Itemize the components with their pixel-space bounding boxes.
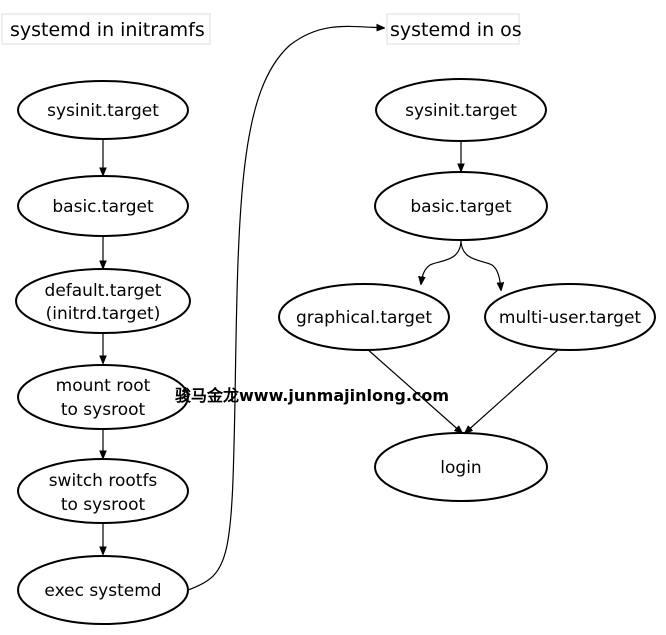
node-sysinit-right: sysinit.target [375, 78, 547, 142]
node-exec-systemd: exec systemd [17, 555, 189, 625]
node-label: basic.target [52, 197, 154, 217]
node-graphical-target: graphical.target [278, 283, 450, 351]
node-label-line2: to sysroot [61, 495, 146, 515]
edge-multiuser-login [465, 347, 561, 433]
node-mount-root: mount root to sysroot [17, 364, 189, 430]
node-basic-right: basic.target [374, 171, 548, 241]
node-label: exec systemd [44, 581, 161, 601]
edge-graphical-login [365, 347, 462, 433]
node-label: graphical.target [296, 308, 432, 328]
watermark-text: 骏马金龙www.junmajinlong.com [175, 386, 449, 405]
right-title-box: systemd in os [386, 13, 522, 45]
right-edges [365, 141, 561, 433]
node-label: sysinit.target [47, 101, 159, 121]
left-panel-title: systemd in initramfs [10, 19, 205, 41]
left-title-box: systemd in initramfs [1, 13, 211, 45]
node-multi-user-target: multi-user.target [484, 283, 656, 351]
edge-basic-multiuser [460, 239, 501, 290]
node-default-target: default.target (initrd.target) [15, 268, 191, 334]
edge-basic-graphical [421, 239, 462, 284]
node-sysinit-left: sysinit.target [17, 80, 189, 140]
node-label: login [440, 458, 481, 478]
node-label: sysinit.target [405, 101, 517, 121]
node-login: login [374, 432, 548, 502]
node-label-line1: default.target [45, 281, 162, 301]
node-label-line2: to sysroot [61, 400, 146, 420]
node-label: basic.target [410, 197, 512, 217]
node-switch-rootfs: switch rootfs to sysroot [17, 458, 189, 524]
node-label-line1: switch rootfs [49, 471, 158, 491]
edge-exec-to-os [187, 26, 384, 591]
node-label-line2: (initrd.target) [46, 304, 161, 324]
node-label-line1: mount root [56, 376, 151, 396]
right-panel-title: systemd in os [390, 19, 522, 41]
node-label: multi-user.target [499, 308, 642, 328]
node-basic-left: basic.target [17, 175, 189, 237]
